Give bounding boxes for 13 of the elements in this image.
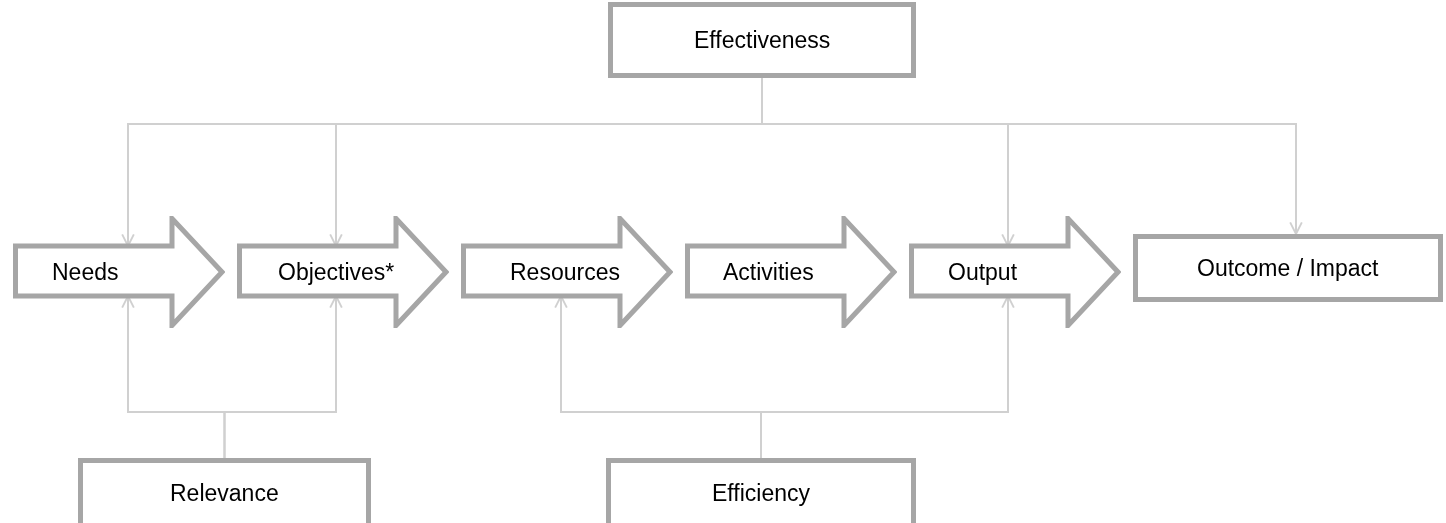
- text-box: [1133, 234, 1443, 302]
- node-label: Output: [948, 258, 1018, 286]
- node-label: Objectives*: [278, 258, 395, 286]
- node-label: Needs: [52, 258, 119, 286]
- node-label: Activities: [723, 258, 814, 286]
- text-box: [606, 458, 916, 523]
- node-label: Relevance: [170, 479, 279, 507]
- node-label: Resources: [510, 258, 620, 286]
- node-label: Effectiveness: [694, 26, 831, 54]
- node-label: Outcome / Impact: [1197, 254, 1379, 282]
- text-box: [608, 2, 916, 78]
- text-box: [78, 458, 371, 523]
- node-label: Efficiency: [712, 479, 810, 507]
